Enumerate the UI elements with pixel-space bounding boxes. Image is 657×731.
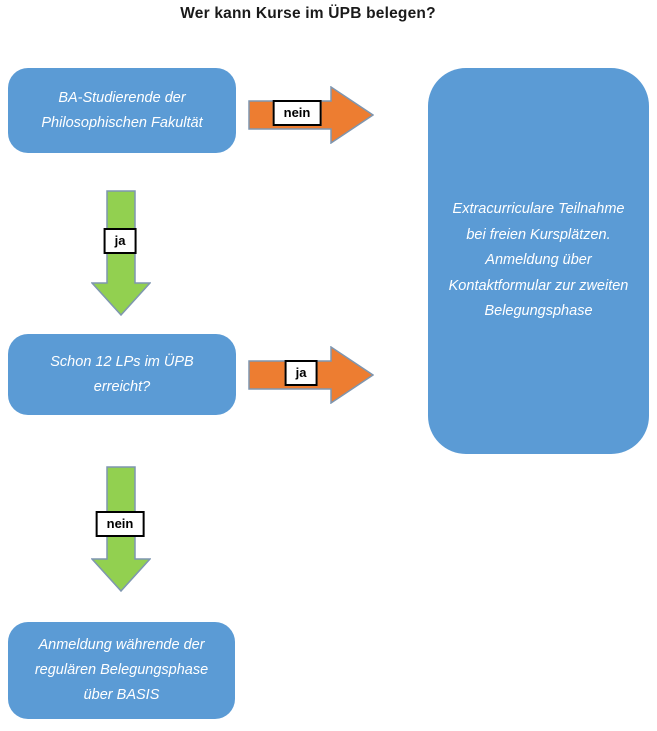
edge-label-ja: ja	[103, 228, 137, 254]
node-extracurriculare-teilnahme: Extracurriculare Teilnahme bei freien Ku…	[428, 68, 649, 454]
page-title: Wer kann Kurse im ÜPB belegen?	[180, 5, 436, 22]
node-anmeldung-basis: Anmeldung währende der regulären Belegun…	[8, 622, 235, 719]
node-schon-12-lps-label: Schon 12 LPs im ÜPB erreicht?	[50, 353, 194, 395]
node-anmeldung-basis-label: Anmeldung währende der regulären Belegun…	[34, 637, 209, 703]
node-ba-studierende: BA-Studierende der Philosophischen Fakul…	[8, 68, 236, 153]
node-ba-studierende-label: BA-Studierende der Philosophischen Fakul…	[41, 89, 203, 131]
node-schon-12-lps: Schon 12 LPs im ÜPB erreicht?	[8, 334, 236, 415]
node-extracurriculare-teilnahme-label: Extracurriculare Teilnahme bei freien Ku…	[448, 201, 629, 320]
edge-label-ja: ja	[284, 360, 318, 386]
edge-label-nein: nein	[95, 511, 145, 537]
edge-label-nein: nein	[272, 100, 322, 126]
